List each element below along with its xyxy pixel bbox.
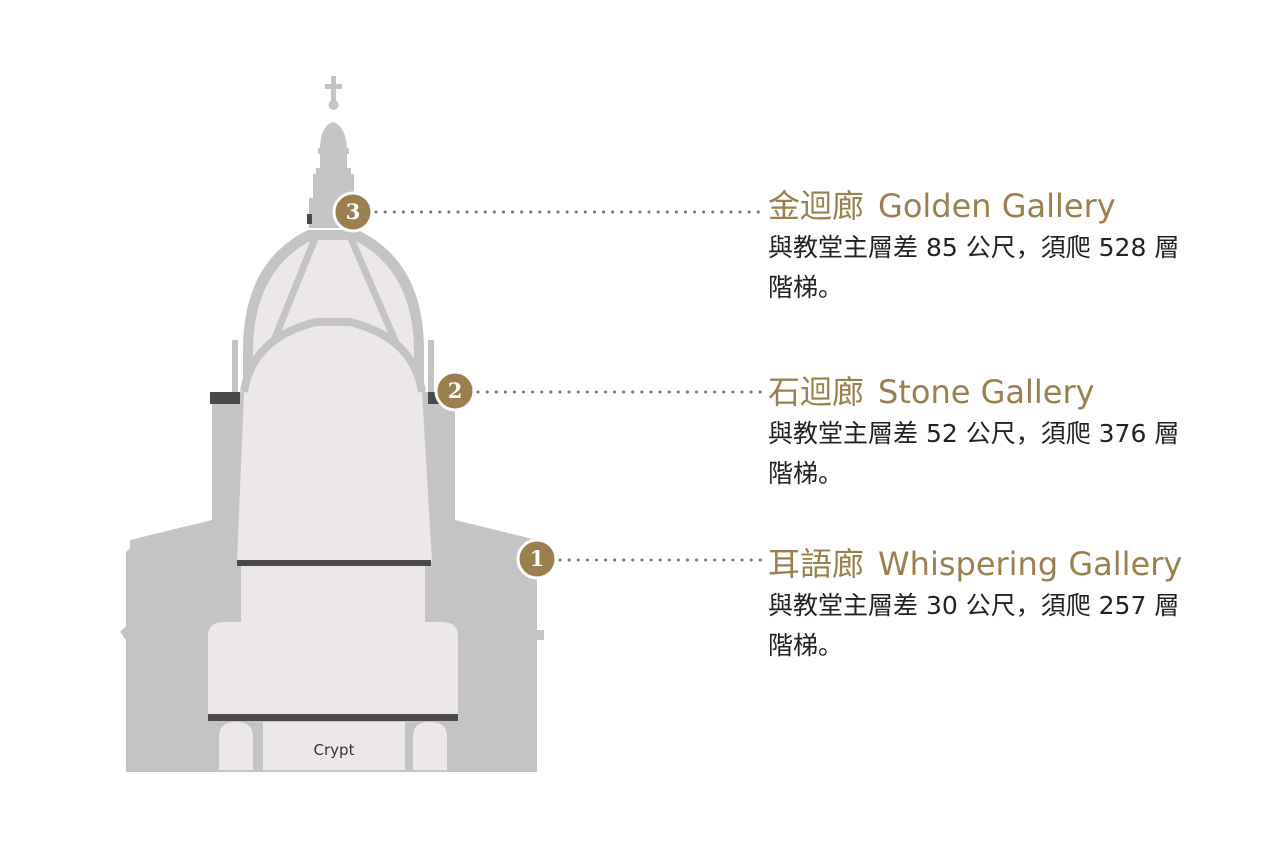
golden-gallery-label: 金迴廊 Golden Gallery 與教堂主層差 85 公尺，須爬 528 層階…	[768, 186, 1198, 308]
whispering-gallery-floor	[237, 560, 431, 566]
stone-gallery-label: 石迴廊 Stone Gallery 與教堂主層差 52 公尺，須爬 376 層階梯…	[768, 372, 1198, 494]
inner-dome	[237, 322, 432, 562]
stone-gallery-title-en: Stone Gallery	[878, 373, 1095, 411]
stone-gallery-title: 石迴廊 Stone Gallery	[768, 372, 1198, 412]
svg-text:2: 2	[448, 378, 463, 403]
marker-whispering-gallery: 1	[516, 538, 558, 580]
whispering-gallery-label: 耳語廊 Whispering Gallery 與教堂主層差 30 公尺，須爬 25…	[768, 544, 1198, 666]
stone-gallery-description: 與教堂主層差 52 公尺，須爬 376 層階梯。	[768, 419, 1180, 488]
crypt-arch-right	[413, 722, 447, 770]
cross-finial	[325, 76, 342, 110]
whispering-gallery-title: 耳語廊 Whispering Gallery	[768, 544, 1198, 584]
stone-gallery-title-zh: 石迴廊	[768, 373, 865, 411]
whispering-gallery-title-en: Whispering Gallery	[878, 545, 1183, 583]
golden-gallery-title-en: Golden Gallery	[878, 187, 1116, 225]
crypt-chamber	[263, 722, 405, 770]
marker-golden-gallery: 3	[332, 191, 374, 233]
lantern	[307, 122, 358, 228]
crossing-lower	[208, 622, 458, 718]
crypt-arch-left	[219, 722, 253, 770]
svg-text:3: 3	[346, 199, 361, 224]
crossing-upper	[241, 566, 425, 622]
golden-gallery-description: 與教堂主層差 85 公尺，須爬 528 層階梯。	[768, 233, 1180, 302]
whispering-gallery-title-zh: 耳語廊	[768, 545, 865, 583]
whispering-gallery-description: 與教堂主層差 30 公尺，須爬 257 層階梯。	[768, 591, 1180, 660]
crypt-label: Crypt	[314, 741, 355, 759]
marker-stone-gallery: 2	[434, 370, 476, 412]
golden-gallery-title: 金迴廊 Golden Gallery	[768, 186, 1198, 226]
svg-text:1: 1	[530, 546, 545, 571]
main-floor	[208, 714, 458, 721]
golden-gallery-title-zh: 金迴廊	[768, 187, 865, 225]
